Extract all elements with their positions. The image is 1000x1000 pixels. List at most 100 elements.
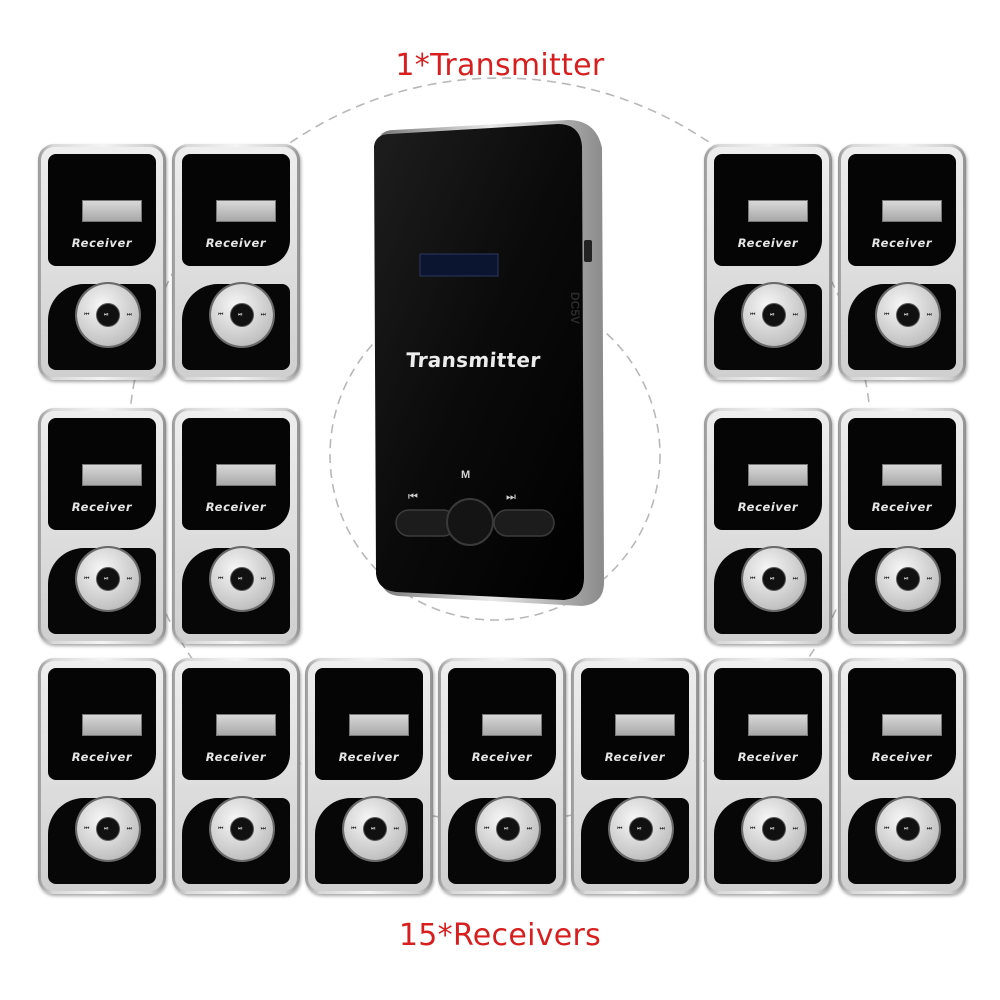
next-icon: ⏭: [659, 826, 665, 832]
receiver-device: Receiver⏮⏭⏯: [704, 144, 832, 380]
receiver-control-wheel[interactable]: ⏮⏭⏯: [877, 798, 939, 860]
receiver-device: Receiver⏮⏭⏯: [838, 658, 966, 894]
prev-icon: ⏮: [884, 312, 890, 318]
play-pause-icon: ⏯: [904, 576, 909, 582]
play-pause-button[interactable]: ⏯: [763, 818, 785, 840]
receiver-label: Receiver: [71, 236, 133, 250]
next-icon: ⏭: [926, 826, 932, 832]
receiver-device: Receiver ⏮ ⏭ ⏯: [438, 658, 566, 894]
next-icon: ⏭: [126, 312, 132, 318]
receiver-label: Receiver: [205, 236, 267, 250]
receiver-label: Receiver: [205, 750, 267, 764]
play-pause-button[interactable]: ⏯: [97, 818, 119, 840]
receiver-label: Receiver: [71, 500, 133, 514]
receiver-control-wheel[interactable]: ⏮⏭⏯: [211, 798, 273, 860]
receiver-lcd: [482, 714, 542, 736]
receiver-lcd: [748, 200, 808, 222]
receiver-screen: [848, 418, 956, 530]
receivers-heading: 15*Receivers: [398, 918, 602, 953]
inner-dashed-ring: [329, 289, 661, 621]
receiver-lcd: [615, 714, 675, 736]
play-pause-button[interactable]: ⏯: [97, 304, 119, 326]
receiver-lcd: [748, 714, 808, 736]
prev-icon: ⏮: [484, 826, 490, 832]
receiver-lcd: [216, 714, 276, 736]
receiver-device: Receiver ⏮ ⏭ ⏯: [704, 658, 832, 894]
prev-icon: ⏮: [617, 826, 623, 832]
receiver-label: Receiver: [471, 750, 533, 764]
play-pause-button[interactable]: ⏯: [364, 818, 386, 840]
prev-icon: ⏮: [750, 576, 756, 582]
next-icon: ⏭: [126, 826, 132, 832]
receiver-device: Receiver ⏮⏭⏯: [38, 408, 166, 644]
receiver-lcd: [882, 714, 942, 736]
play-pause-button[interactable]: ⏯: [630, 818, 652, 840]
next-button[interactable]: [493, 509, 555, 537]
next-icon: ⏭: [792, 826, 798, 832]
receiver-screen: [182, 154, 290, 266]
prev-icon: ⏮: [218, 312, 224, 318]
play-pause-icon: ⏯: [637, 826, 642, 832]
receiver-lcd: [82, 714, 142, 736]
receiver-control-wheel[interactable]: ⏮⏭⏯: [877, 548, 939, 610]
receiver-device: Receiver ⏮⏭⏯: [172, 658, 300, 894]
prev-icon: ⏮: [884, 576, 890, 582]
play-pause-button[interactable]: ⏯: [497, 818, 519, 840]
receiver-control-wheel[interactable]: ⏮ ⏭ ⏯: [477, 798, 539, 860]
next-icon: ⏭: [926, 312, 932, 318]
receiver-control-wheel[interactable]: ⏮⏭⏯: [743, 284, 805, 346]
receiver-lcd: [882, 200, 942, 222]
play-pause-button[interactable]: ⏯: [231, 568, 253, 590]
receiver-control-wheel[interactable]: ⏮⏭⏯: [344, 798, 406, 860]
prev-icon: ⏮: [84, 576, 90, 582]
receiver-screen: [714, 418, 822, 530]
receiver-screen: [182, 418, 290, 530]
receiver-screen: [848, 154, 956, 266]
receiver-control-wheel[interactable]: ⏮⏭⏯: [211, 284, 273, 346]
receiver-device: Receiver⏮⏭⏯: [704, 408, 832, 644]
play-pause-button[interactable]: ⏯: [897, 304, 919, 326]
receiver-control-wheel[interactable]: ⏮⏭⏯: [77, 548, 139, 610]
next-icon: ⏭: [506, 491, 516, 503]
receiver-screen: [182, 668, 290, 780]
play-pause-icon: ⏯: [238, 312, 243, 318]
receiver-device: Receiver⏮⏭⏯: [305, 658, 433, 894]
receiver-device: Receiver⏮⏭⏯: [571, 658, 699, 894]
play-pause-button[interactable]: ⏯: [763, 304, 785, 326]
receiver-label: Receiver: [871, 500, 933, 514]
play-pause-button[interactable]: ⏯: [231, 818, 253, 840]
receiver-label: Receiver: [871, 750, 933, 764]
receiver-device: Receiver ⏮⏭⏯: [838, 408, 966, 644]
transmitter-device: Transmitter M ⏮ ⏭ DC5V: [358, 112, 608, 612]
play-pause-button[interactable]: ⏯: [97, 568, 119, 590]
receiver-label: Receiver: [737, 750, 799, 764]
play-pause-button[interactable]: ⏯: [763, 568, 785, 590]
receiver-control-wheel[interactable]: ⏮⏭⏯: [211, 548, 273, 610]
receiver-lcd: [349, 714, 409, 736]
receiver-device: Receiver⏮⏭⏯: [172, 408, 300, 644]
receiver-control-wheel[interactable]: ⏮ ⏭ ⏯: [77, 284, 139, 346]
receiver-control-wheel[interactable]: ⏮ ⏭ ⏯: [743, 548, 805, 610]
play-pause-button[interactable]: ⏯: [897, 568, 919, 590]
receiver-screen: [581, 668, 689, 780]
prev-icon: ⏮: [351, 826, 357, 832]
play-pause-icon: ⏯: [371, 826, 376, 832]
receiver-control-wheel[interactable]: ⏮⏭⏯: [77, 798, 139, 860]
play-pause-icon: ⏯: [104, 576, 109, 582]
receiver-device: Receiver ⏮ ⏭ ⏯: [38, 144, 166, 380]
prev-icon: ⏮: [750, 826, 756, 832]
receiver-control-wheel[interactable]: ⏮ ⏭ ⏯: [877, 284, 939, 346]
receiver-control-wheel[interactable]: ⏮ ⏭ ⏯: [743, 798, 805, 860]
receiver-screen: [714, 154, 822, 266]
play-pause-button[interactable]: ⏯: [231, 304, 253, 326]
play-pause-button[interactable]: ⏯: [897, 818, 919, 840]
next-icon: ⏭: [526, 826, 532, 832]
receiver-screen: [315, 668, 423, 780]
play-pause-icon: ⏯: [770, 312, 775, 318]
mode-button[interactable]: [446, 498, 494, 546]
next-icon: ⏭: [792, 576, 798, 582]
receiver-screen: [448, 668, 556, 780]
prev-icon: ⏮: [84, 312, 90, 318]
receiver-control-wheel[interactable]: ⏮ ⏭ ⏯: [610, 798, 672, 860]
play-pause-icon: ⏯: [504, 826, 509, 832]
